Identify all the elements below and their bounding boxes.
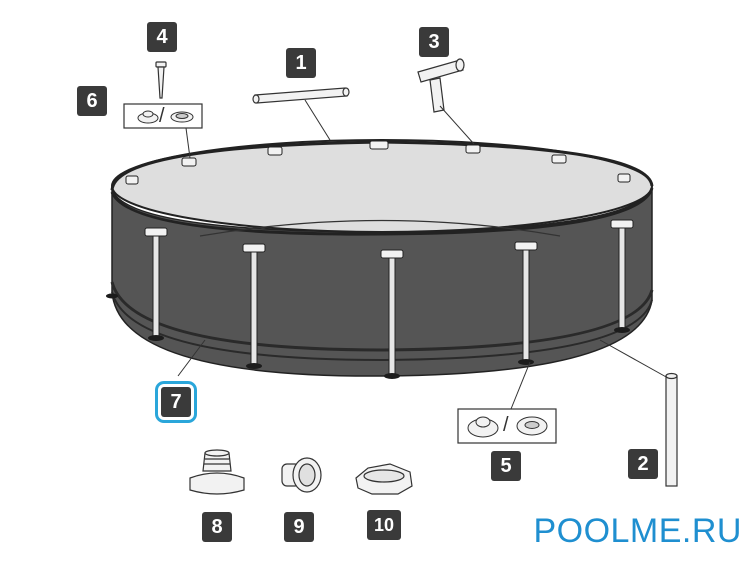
part-6-separator: /: [159, 105, 165, 127]
pool-top-rim-front: [110, 187, 654, 236]
part-badge-5: 5: [491, 451, 521, 481]
part-2-leg: [665, 372, 678, 487]
part-badge-9: 9: [284, 512, 314, 542]
part-9-plug: [281, 457, 322, 493]
part-badge-4: 4: [147, 22, 177, 52]
watermark-text: POOLME.RU: [533, 512, 742, 550]
pool-legs: [153, 224, 625, 374]
part-badge-10: 10: [367, 510, 401, 540]
part-badge-7: 7: [155, 381, 197, 423]
part-4-stake: [155, 61, 167, 99]
part-10-nut: [355, 463, 413, 495]
part-5-separator: /: [503, 414, 509, 436]
part-8-valve: [189, 449, 245, 495]
part-badge-6: 6: [77, 86, 107, 116]
part-1-rail: [252, 87, 350, 104]
part-badge-2: 2: [628, 449, 658, 479]
pool-lower-band: [110, 281, 654, 352]
part-3-t-connector: [417, 58, 465, 113]
part-badge-3: 3: [419, 27, 449, 57]
part-badge-8: 8: [202, 512, 232, 542]
part-badge-1: 1: [286, 48, 316, 78]
